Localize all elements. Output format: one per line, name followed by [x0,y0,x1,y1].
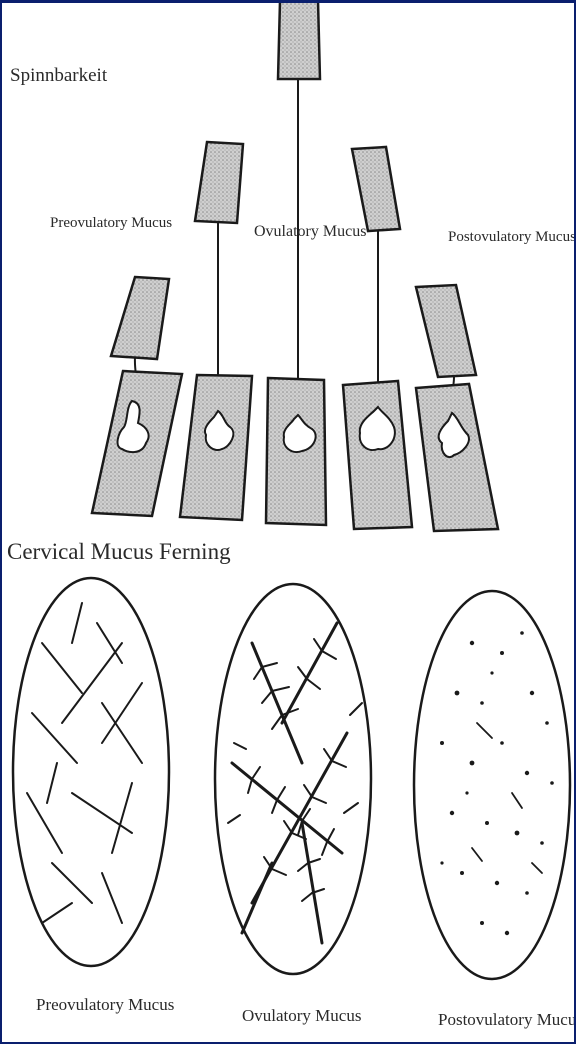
ferning-circle-preovulatory [13,578,169,966]
diagram-frame: Spinnbarkeit Preovulatory Mucus Ovulator… [2,3,574,1042]
upper-slide-center [278,3,320,79]
upper-slide-2 [195,142,243,223]
upper-slides [111,3,476,377]
ferning-circle-ovulatory [215,584,371,974]
diagram-artwork [2,3,574,1042]
upper-slide-1 [111,277,169,359]
lower-slide-4 [343,381,412,529]
ferning-circles [13,578,570,979]
section-title-spinnbarkeit: Spinnbarkeit [10,65,107,87]
label-postovulatory-bottom: Postovulatory Mucus [438,1010,574,1030]
upper-slide-5 [416,285,476,377]
section-title-ferning: Cervical Mucus Ferning [7,539,231,565]
mucus-threads [135,79,454,415]
label-postovulatory-top: Postovulatory Mucus [448,229,574,246]
ferning-circle-postovulatory [414,591,570,979]
lower-slide-5 [416,384,498,531]
label-ovulatory-top: Ovulatory Mucus [254,223,366,241]
label-preovulatory-top: Preovulatory Mucus [50,215,172,232]
label-preovulatory-bottom: Preovulatory Mucus [36,995,174,1015]
label-ovulatory-bottom: Ovulatory Mucus [242,1006,361,1026]
upper-slide-4 [352,147,400,231]
